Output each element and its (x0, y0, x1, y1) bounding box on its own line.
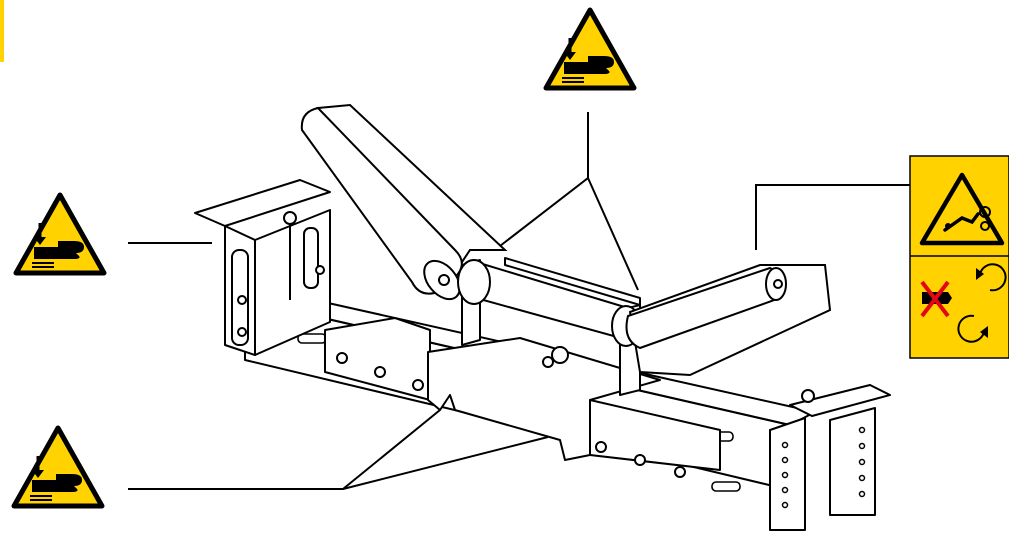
leader-line-left-bottom (128, 409, 549, 490)
leader-lines (128, 112, 910, 490)
right-wing-roller (625, 264, 832, 377)
left-wing-roller (300, 103, 508, 301)
entanglement-warning-icon (919, 172, 1005, 246)
leader-line-top-center (499, 112, 639, 291)
hand-crush-warning-sign-left-bottom (14, 428, 102, 506)
no-reaching-rotating-parts-icon (920, 263, 1007, 343)
hand-crush-warning-sign-left-top (16, 195, 104, 273)
hand-crush-warning-sign-top-center (546, 10, 634, 88)
right-mounting-bracket (769, 384, 891, 531)
yellow-edge-marker (0, 0, 4, 62)
left-mounting-bracket (194, 179, 331, 356)
entanglement-warning-panel (909, 155, 1009, 359)
leader-line-right (755, 184, 910, 250)
